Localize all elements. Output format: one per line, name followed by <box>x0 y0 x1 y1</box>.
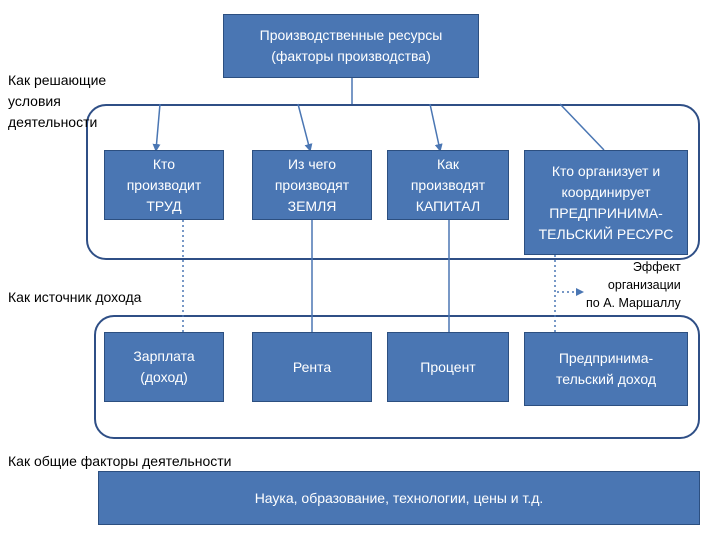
income-wage-box: Зарплата (доход) <box>104 332 224 402</box>
general-factors-box: Наука, образование, технологии, цены и т… <box>98 471 700 525</box>
arrow-to-labor <box>152 103 161 152</box>
factor-capital-box: Как производят КАПИТАЛ <box>387 150 509 220</box>
production-resources-box: Производственные ресурсы (факторы произв… <box>223 14 479 78</box>
income-source-label: Как источник дохода <box>8 289 142 305</box>
deciding-conditions-label: Как решающие условия деятельности <box>8 72 107 130</box>
line-to-entrepreneur <box>559 103 605 151</box>
arrow-to-capital <box>429 103 443 152</box>
organization-effect-label: Эффект организации по А. Маршаллу <box>586 260 681 310</box>
factor-land-box: Из чего производят ЗЕМЛЯ <box>252 150 372 220</box>
income-source-frame <box>94 315 700 439</box>
deciding-conditions-frame <box>86 104 700 260</box>
factor-labor-box: Кто производит ТРУД <box>104 150 224 220</box>
income-rent-box: Рента <box>252 332 372 402</box>
general-factors-label: Как общие факторы деятельности <box>8 453 232 469</box>
factor-entrepreneur-box: Кто организует и координирует ПРЕДПРИНИМ… <box>524 150 688 255</box>
income-entrepreneur-box: Предпринима- тельский доход <box>524 332 688 406</box>
income-interest-box: Процент <box>387 332 509 402</box>
arrow-to-land <box>297 103 313 152</box>
